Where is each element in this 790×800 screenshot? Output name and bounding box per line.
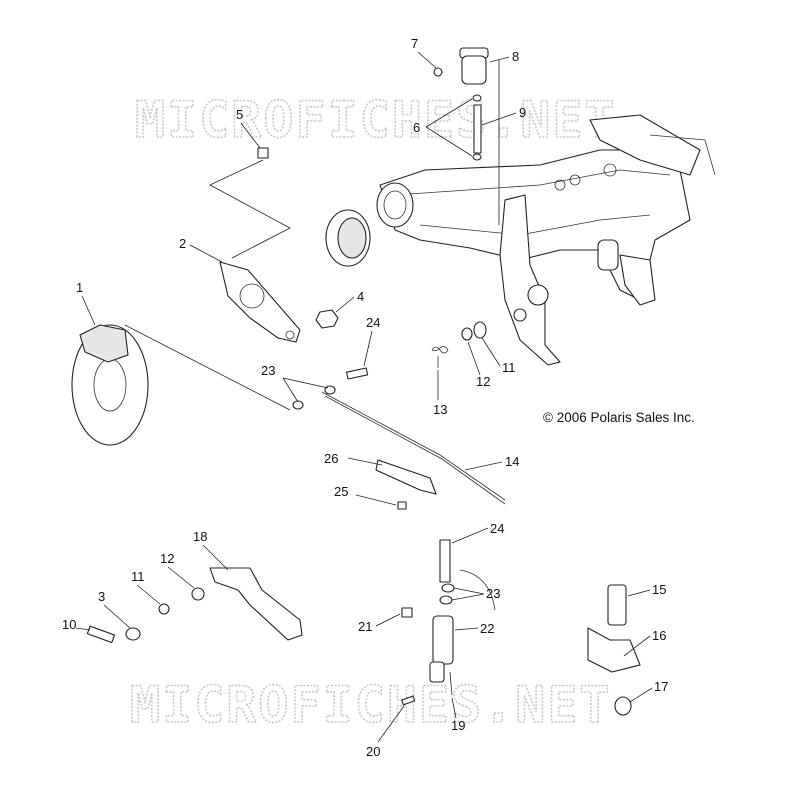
- bushing-washer: [461, 321, 487, 341]
- bolt-5: [209, 147, 291, 259]
- callout-22: 22: [480, 621, 494, 636]
- brake-rod: [321, 391, 506, 501]
- reservoir: [433, 47, 489, 85]
- master-cylinder: [401, 539, 496, 706]
- callout-11b: 11: [502, 360, 516, 375]
- watermark-bottom: MICROFICHES.NET: [130, 676, 612, 734]
- fittings: [587, 584, 641, 716]
- callout-6: 6: [413, 120, 420, 135]
- callout-19: 19: [451, 718, 465, 733]
- callout-23b: 23: [486, 586, 500, 601]
- callout-8: 8: [512, 49, 519, 64]
- callout-4: 4: [357, 289, 364, 304]
- callout-26: 26: [324, 451, 338, 466]
- callout-23a: 23: [261, 363, 275, 378]
- callout-12b: 12: [160, 551, 174, 566]
- watermark-top: MICROFICHES.NET: [135, 91, 617, 149]
- callout-25: 25: [334, 484, 348, 499]
- bearing-ring: [325, 209, 371, 267]
- caliper-bracket: [219, 261, 301, 343]
- copyright-text: © 2006 Polaris Sales Inc.: [543, 410, 695, 425]
- callout-20: 20: [366, 744, 380, 759]
- callout-9: 9: [519, 105, 526, 120]
- callout-12a: 12: [476, 374, 490, 389]
- brake-disc: [71, 324, 291, 446]
- swing-arm-assembly: [376, 114, 716, 366]
- callout-18: 18: [193, 529, 207, 544]
- callout-2: 2: [179, 236, 186, 251]
- callout-13: 13: [433, 402, 447, 417]
- callout-3: 3: [98, 589, 105, 604]
- callout-24a: 24: [366, 315, 380, 330]
- callout-7: 7: [411, 36, 418, 51]
- callout-leaders: [75, 51, 653, 743]
- rod-bracket: [375, 459, 437, 495]
- brake-pedal: [209, 567, 303, 641]
- callout-16: 16: [652, 628, 666, 643]
- callout-24b: 24: [490, 521, 504, 536]
- spring: [431, 346, 449, 368]
- callout-11a: 11: [131, 569, 145, 584]
- callout-labels: 1 2 3 4 5 6 7 8 9 10 11 11 12 12 13 14 1…: [62, 36, 668, 759]
- callout-5: 5: [236, 107, 243, 122]
- nut-4: [315, 309, 339, 329]
- callout-1: 1: [76, 280, 83, 295]
- callout-10: 10: [62, 617, 76, 632]
- screw-25: [397, 501, 407, 510]
- callout-14: 14: [505, 454, 519, 469]
- bolt-24-top: [292, 367, 369, 410]
- hose: [472, 60, 500, 225]
- callout-21: 21: [358, 619, 372, 634]
- callout-15: 15: [652, 582, 666, 597]
- callout-17: 17: [654, 679, 668, 694]
